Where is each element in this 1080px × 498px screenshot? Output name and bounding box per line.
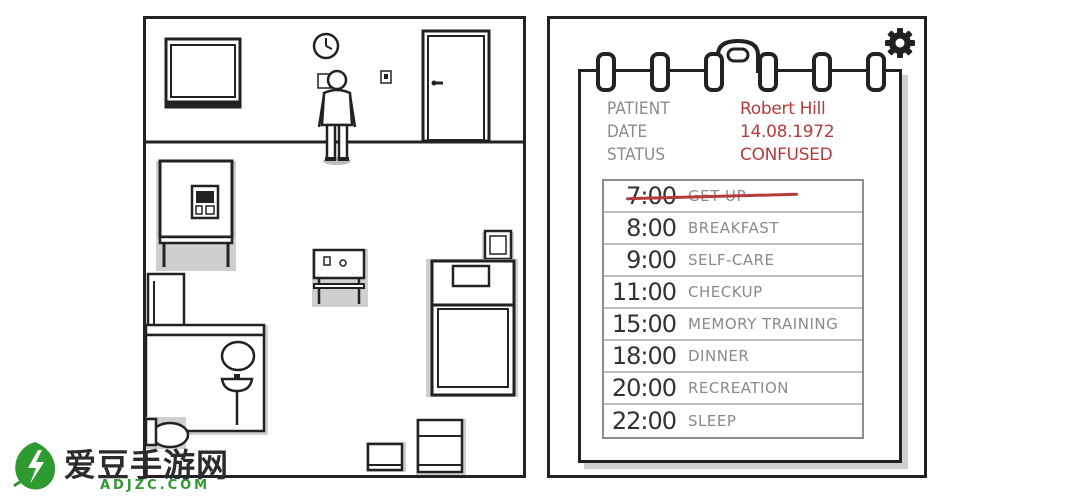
storage-box[interactable]	[366, 442, 406, 472]
schedule-activity: SELF-CARE	[688, 251, 775, 269]
patient-label: PATIENT	[607, 99, 670, 119]
schedule-row[interactable]: 22:00 SLEEP	[604, 405, 862, 437]
schedule-activity: RECREATION	[688, 379, 789, 397]
patient-clipboard-panel: PATIENT DATE STATUS Robert Hill 14.08.19…	[547, 16, 927, 478]
status-value: CONFUSED	[740, 145, 833, 165]
binder-ring	[704, 52, 724, 92]
gear-icon[interactable]	[884, 27, 916, 59]
schedule-time: 9:00	[626, 246, 677, 274]
schedule-row[interactable]: 11:00 CHECKUP	[604, 277, 862, 309]
kitchen-counter[interactable]	[156, 159, 236, 271]
plate[interactable]	[339, 259, 347, 267]
schedule-activity: DINNER	[688, 347, 750, 365]
schedule-time: 18:00	[611, 342, 677, 370]
schedule-row[interactable]: 9:00 SELF-CARE	[604, 245, 862, 277]
binder-ring	[650, 52, 670, 92]
clipboard-paper	[578, 69, 902, 463]
light-switch[interactable]	[380, 70, 392, 84]
window	[164, 37, 242, 109]
clipboard-clip	[716, 38, 760, 73]
room-scene	[146, 29, 523, 475]
room-view	[143, 16, 526, 478]
date-value: 14.08.1972	[740, 122, 835, 142]
schedule-activity: BREAKFAST	[688, 219, 779, 237]
schedule-time: 15:00	[611, 310, 677, 338]
bed[interactable]	[426, 259, 518, 397]
binder-ring	[812, 52, 832, 92]
binder-ring	[866, 52, 886, 92]
patient-name-value: Robert Hill	[740, 99, 826, 119]
status-label: STATUS	[607, 145, 666, 165]
microwave[interactable]	[190, 184, 220, 220]
schedule-row[interactable]: 18:00 DINNER	[604, 341, 862, 373]
binder-ring	[758, 52, 778, 92]
watermark-url: ADJZC.COM	[100, 478, 211, 493]
nightstand[interactable]	[416, 418, 466, 475]
schedule-row[interactable]: 15:00 MEMORY TRAINING	[604, 309, 862, 341]
pillow[interactable]	[451, 264, 491, 288]
date-label: DATE	[607, 122, 648, 142]
bathroom-area	[146, 323, 268, 435]
bathroom-mirror[interactable]	[220, 340, 256, 372]
schedule-row[interactable]: 8:00 BREAKFAST	[604, 213, 862, 245]
schedule-time: 20:00	[611, 374, 677, 402]
schedule-time: 11:00	[611, 278, 677, 306]
daily-schedule-table: 7:00 GET UP 8:00 BREAKFAST 9:00 SELF-CAR…	[602, 179, 864, 439]
schedule-time: 22:00	[611, 407, 677, 435]
schedule-time: 8:00	[626, 214, 677, 242]
sink[interactable]	[220, 374, 254, 425]
patient-character[interactable]	[317, 69, 357, 165]
cup[interactable]	[323, 256, 331, 266]
watermark-text: 爱豆手游网	[64, 446, 230, 484]
binder-ring	[596, 52, 616, 92]
toilet[interactable]	[146, 417, 190, 449]
schedule-row[interactable]: 7:00 GET UP	[604, 181, 862, 213]
lightning-leaf-icon	[13, 442, 56, 490]
schedule-row[interactable]: 20:00 RECREATION	[604, 373, 862, 405]
wall-clock-icon[interactable]	[312, 32, 340, 60]
schedule-activity: SLEEP	[688, 412, 737, 430]
schedule-activity: MEMORY TRAINING	[688, 315, 839, 333]
schedule-activity: CHECKUP	[688, 283, 763, 301]
door[interactable]	[421, 29, 491, 143]
small-table[interactable]	[312, 248, 368, 307]
site-watermark: 爱豆手游网 ADJZC.COM	[4, 436, 254, 496]
